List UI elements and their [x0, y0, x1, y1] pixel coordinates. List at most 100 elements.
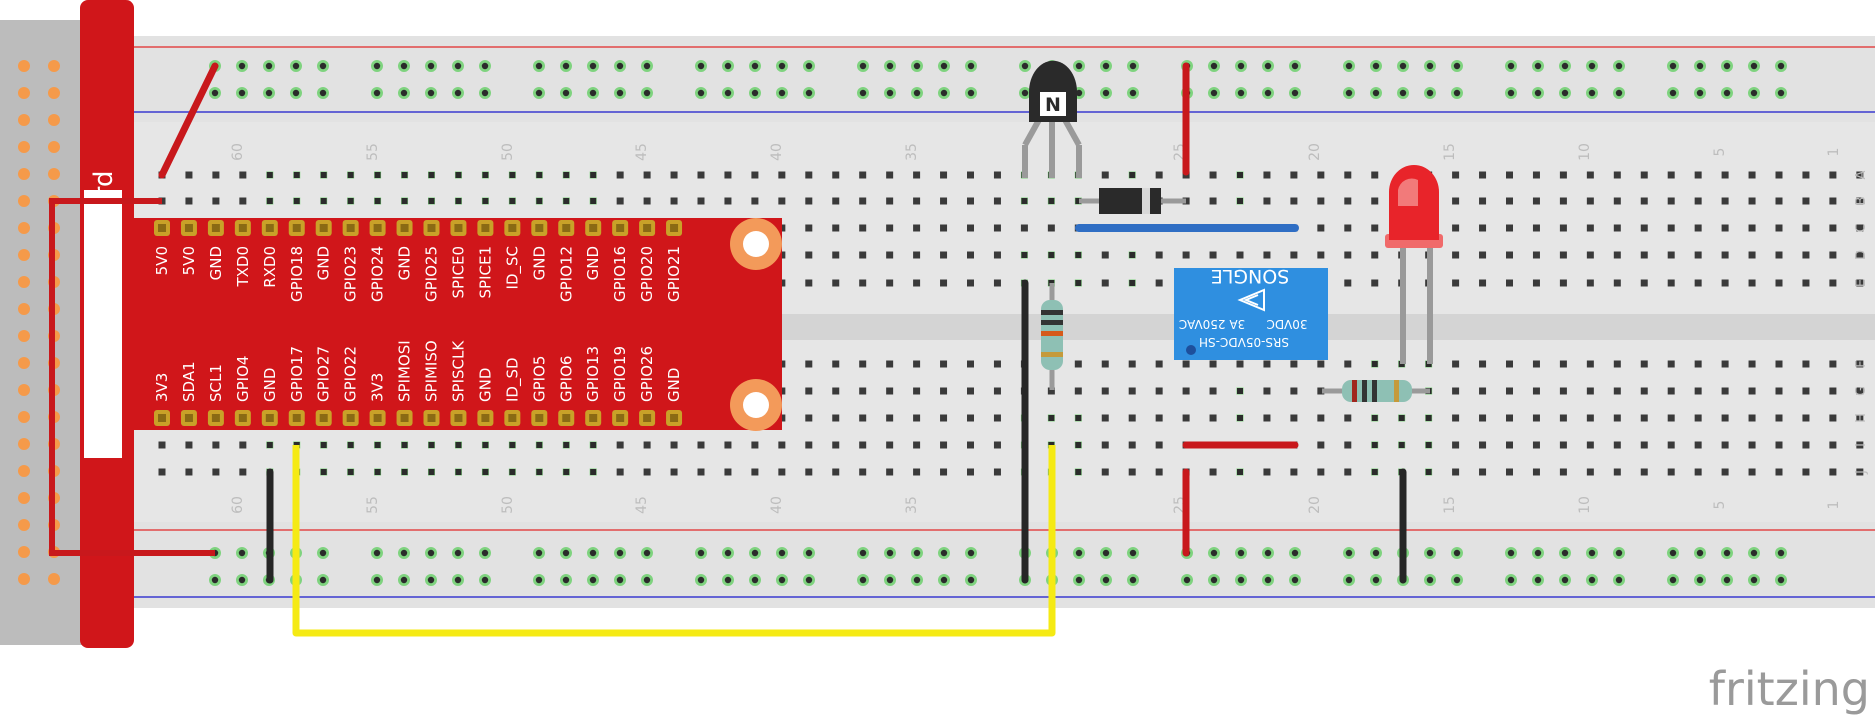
column-numbers: 6060555550504545404035352525202015151010… — [230, 143, 1842, 514]
column-number: 1 — [1826, 501, 1842, 510]
pin-label: GPIO24 — [369, 246, 387, 302]
pin-label: GPIO26 — [638, 346, 656, 402]
relay-model: SRS-05VDC-SH — [1199, 335, 1289, 349]
pin-label: SPISCLK — [449, 340, 467, 402]
column-number: 40 — [769, 143, 785, 161]
pin-label: GPIO5 — [530, 356, 548, 402]
pin-label: GND — [207, 246, 225, 280]
row-letter: E — [1854, 279, 1869, 287]
pin-label: GPIO13 — [584, 346, 602, 402]
relay-brand: SONGLE — [1211, 265, 1290, 287]
pin-label: GND — [530, 246, 548, 280]
pin-label: SCL1 — [207, 364, 225, 402]
column-number: 1 — [1826, 148, 1842, 157]
column-number: 15 — [1442, 496, 1458, 514]
wire-red-5v-rail — [158, 62, 219, 179]
column-number: 50 — [500, 496, 516, 514]
pin-label: 5V0 — [180, 246, 198, 275]
top-pin-labels: 5V0 5V0 GND TXD0 RXD0 GPIO18 GND GPIO23 GPIO24 GN… — [153, 246, 683, 302]
wires — [49, 62, 1407, 637]
pin-label: GPIO19 — [611, 346, 629, 402]
column-number: 50 — [500, 143, 516, 161]
board-label-background — [84, 190, 122, 458]
pin-label: GND — [665, 368, 683, 402]
extension-board-header — [134, 218, 782, 430]
column-number: 60 — [230, 496, 246, 514]
pin-label: GND — [261, 368, 279, 402]
pin-label: GPIO22 — [342, 346, 360, 402]
column-number: 20 — [1307, 143, 1323, 161]
pin-label: GND — [396, 246, 414, 280]
resistor-base — [1041, 283, 1063, 390]
row-letter: H — [1854, 413, 1869, 423]
relay-rating-dc: 30VDC — [1266, 317, 1307, 331]
column-number: 15 — [1442, 143, 1458, 161]
column-number: 10 — [1577, 143, 1593, 161]
pin-label: GPIO17 — [288, 346, 306, 402]
board-label: GPIO Extension Board — [89, 170, 119, 455]
pin-label: 3V3 — [369, 373, 387, 402]
pin-label: TXD0 — [234, 246, 252, 288]
relay: SRS-05VDC-SH 3A 250VAC 30VDC SONGLE — [1174, 265, 1328, 360]
relay-body — [1174, 268, 1328, 360]
resistor-led — [1322, 380, 1430, 402]
pin-label: GPIO25 — [423, 246, 441, 302]
pin-label: GPIO4 — [234, 356, 252, 402]
row-letter: A — [1854, 170, 1869, 179]
pin-label: 5V0 — [153, 246, 171, 275]
row-letter: I — [1854, 443, 1869, 447]
power-rail-bottom — [134, 522, 1875, 608]
pin-label: RXD0 — [261, 246, 279, 288]
transistor-marking: N — [1045, 94, 1061, 116]
column-number: 60 — [230, 143, 246, 161]
pin-label: ID_SC — [503, 246, 522, 289]
diode-body — [1099, 188, 1161, 214]
row-letter: G — [1854, 386, 1869, 396]
row-letter: J — [1854, 470, 1869, 475]
pin-label: GND — [584, 246, 602, 280]
row-letter: C — [1854, 223, 1869, 232]
column-number: 45 — [634, 496, 650, 514]
column-number: 45 — [634, 143, 650, 161]
pin-label: SPIMOSI — [396, 340, 414, 402]
column-number: 55 — [365, 143, 381, 161]
pin-label: SDA1 — [180, 361, 198, 402]
column-number: 5 — [1712, 148, 1728, 157]
header-pads — [154, 220, 683, 426]
relay-pin1-dot — [1186, 345, 1196, 355]
pin-label: GND — [315, 246, 333, 280]
pin-label: GPIO20 — [638, 246, 656, 302]
relay-logo-icon — [1237, 288, 1265, 312]
column-number: 40 — [769, 496, 785, 514]
ribbon-cable — [0, 20, 85, 645]
power-rail-top — [134, 36, 1875, 122]
pin-label: SPICE1 — [476, 246, 494, 299]
pin-label: SPIMISO — [423, 340, 441, 402]
pin-label: GND — [476, 368, 494, 402]
pin-label: GPIO6 — [557, 356, 575, 402]
pin-label: GPIO23 — [342, 246, 360, 302]
pin-label: SPICE0 — [449, 246, 467, 299]
wire-red-loop — [49, 198, 215, 556]
diode-cathode-band — [1142, 188, 1150, 214]
column-number: 55 — [365, 496, 381, 514]
pin-label: GPIO21 — [665, 246, 683, 302]
fritzing-logo: fritzing — [1709, 662, 1870, 716]
column-number: 10 — [1577, 496, 1593, 514]
column-number: 5 — [1712, 501, 1728, 510]
pin-label: GPIO12 — [557, 246, 575, 302]
relay-rating-ac: 3A 250VAC — [1179, 317, 1245, 331]
column-number: 35 — [904, 143, 920, 161]
diode — [1079, 188, 1186, 214]
pin-label: ID_SD — [503, 357, 522, 402]
row-letter: D — [1854, 250, 1869, 260]
row-letter: F — [1854, 360, 1869, 367]
wire-yellow-gpio17 — [292, 445, 1056, 637]
pin-label: 3V3 — [153, 373, 171, 402]
red-led — [1385, 165, 1443, 364]
column-number: 35 — [904, 496, 920, 514]
pin-label: GPIO18 — [288, 246, 306, 302]
